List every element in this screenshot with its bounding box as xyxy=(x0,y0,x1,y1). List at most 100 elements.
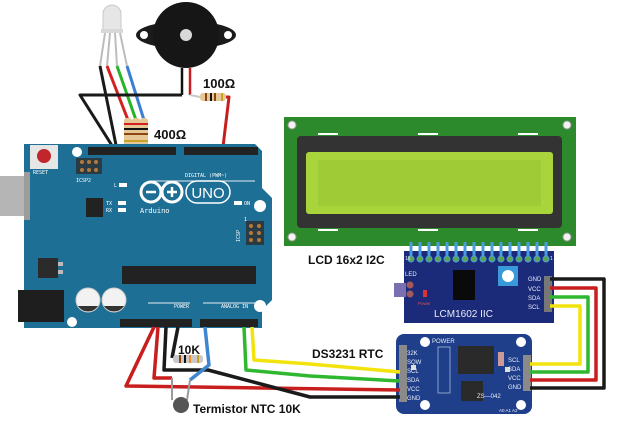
ds3231-rtc-module: POWER ZS—042 A0 A1 A2 32K SQW SCL SDA VC… xyxy=(396,334,532,414)
lcd-16x2-display xyxy=(284,117,576,246)
lcd-header-pin xyxy=(508,242,512,258)
lcd-header-pad xyxy=(497,255,505,263)
icsp-pin1-label: 1 xyxy=(244,217,247,223)
lcd-header-pad xyxy=(488,255,496,263)
rgb-led xyxy=(99,4,128,67)
lcd-header-pin xyxy=(526,242,530,258)
lcd-header-pad xyxy=(452,255,460,263)
backpack-pin-gnd: GND xyxy=(528,277,542,283)
label-thermistor: Termistor NTC 10K xyxy=(193,402,301,416)
icsp-label: ICSP xyxy=(236,230,242,242)
reset-label: RESET xyxy=(33,170,48,176)
lcd-header-pin xyxy=(463,242,467,258)
led-jumper xyxy=(394,283,406,297)
voltage-regulator xyxy=(38,258,58,278)
led-l-label: L xyxy=(114,183,117,189)
lcd-header-pad xyxy=(416,255,424,263)
label-10k: 10K xyxy=(178,343,200,357)
lcd-header-pin xyxy=(454,242,458,258)
lcd-header-pad xyxy=(533,255,541,263)
lcd-header-pin xyxy=(490,242,494,258)
led-label: LED xyxy=(405,272,417,278)
backpack-pin-scl: SCL xyxy=(528,305,540,311)
power-led-label: Power xyxy=(418,301,431,306)
lcd-header-pad xyxy=(542,255,550,263)
lcd-header-pad xyxy=(506,255,514,263)
piezo-buzzer xyxy=(136,2,236,95)
label-400-ohm: 400Ω xyxy=(154,127,186,142)
rtc-address-label: A0 A1 A2 xyxy=(499,408,518,413)
resistors-400-ohm xyxy=(124,118,148,146)
lcd-header-pin xyxy=(517,242,521,258)
lcd-header-pin xyxy=(427,242,431,258)
analog-header xyxy=(200,319,258,327)
rtc-pin-gnd-left: GND xyxy=(407,396,421,402)
backpack-name: LCM1602 IIC xyxy=(434,309,493,320)
atmega-chip xyxy=(122,266,256,284)
rtc-pin-32k: 32K xyxy=(407,351,418,357)
power-label: POWER xyxy=(174,304,190,310)
lcd-header-pin xyxy=(409,242,413,258)
usb-chip xyxy=(86,198,103,217)
rtc-pin-sqw: SQW xyxy=(407,360,422,366)
pin-16-label: 16 xyxy=(405,256,411,262)
arduino-logo-icon xyxy=(139,180,231,204)
rtc-chip-label: ZS—042 xyxy=(477,394,501,400)
arduino-uno-board: RESET ICSP2 DIGITAL (PWM~) UNO Arduino xyxy=(0,144,272,328)
lcd-header-pad xyxy=(425,255,433,263)
digital-header-high xyxy=(184,147,258,155)
backpack-pin-sda: SDA xyxy=(528,296,540,302)
rtc-pin-vcc-right: VCC xyxy=(508,376,521,382)
uno-label: UNO xyxy=(191,185,224,202)
lcd-header-pin xyxy=(445,242,449,258)
i2c-backpack-lcm1602: 16 1 LED Power LCM1602 IIC GND VCC SDA S… xyxy=(394,242,554,323)
power-header xyxy=(120,319,192,327)
eeprom-chip xyxy=(461,381,483,401)
ic-chip xyxy=(453,270,475,300)
arduino-label: Arduino xyxy=(140,207,170,215)
rtc-pin-sda-left: SDA xyxy=(407,378,419,384)
icsp2-label: ICSP2 xyxy=(76,178,91,184)
lcd-header-pad xyxy=(479,255,487,263)
led-on-label: ON xyxy=(244,201,250,207)
power-jack xyxy=(18,290,64,322)
lcd-header-pad xyxy=(524,255,532,263)
ntc-thermistor xyxy=(171,378,191,413)
pin-1-label: 1 xyxy=(550,256,553,262)
lcd-header-pin xyxy=(535,242,539,258)
lcd-header-pin xyxy=(499,242,503,258)
rtc-pin-gnd-right: GND xyxy=(508,385,522,391)
icsp2-header xyxy=(76,158,102,174)
wires-bottom xyxy=(124,277,606,399)
digital-label: DIGITAL (PWM~) xyxy=(185,173,227,179)
wires-top xyxy=(78,65,231,156)
icsp-header xyxy=(246,221,264,245)
lcd-header-pin xyxy=(544,242,548,258)
lcd-header-pin xyxy=(481,242,485,258)
lcd-header-pad xyxy=(470,255,478,263)
label-rtc: DS3231 RTC xyxy=(312,347,384,361)
rtc-pin-sda-right: SDA xyxy=(508,367,520,373)
rtc-pin-vcc-left: VCC xyxy=(407,387,420,393)
resistor-10k xyxy=(173,355,203,363)
led-rx-label: RX xyxy=(106,208,112,214)
rtc-pin-scl-left: SCL xyxy=(407,369,419,375)
lcd-header-pad xyxy=(515,255,523,263)
lcd-header-pin xyxy=(418,242,422,258)
analog-label: ANALOG IN xyxy=(221,304,248,310)
lcd-header-pin xyxy=(436,242,440,258)
lcd-header-pad xyxy=(407,255,415,263)
backpack-pin-vcc: VCC xyxy=(528,287,541,293)
rtc-pin-scl-right: SCL xyxy=(508,358,520,364)
label-100-ohm: 100Ω xyxy=(203,76,235,91)
rtc-chip xyxy=(458,346,494,374)
lcd-header-pad xyxy=(434,255,442,263)
led-tx-label: TX xyxy=(106,201,112,207)
lcd-header-pin xyxy=(472,242,476,258)
rtc-power-label: POWER xyxy=(432,339,455,345)
lcd-header-pad xyxy=(461,255,469,263)
label-lcd: LCD 16x2 I2C xyxy=(308,253,385,267)
resistor-100-ohm xyxy=(200,93,226,101)
digital-header-low xyxy=(88,147,176,155)
